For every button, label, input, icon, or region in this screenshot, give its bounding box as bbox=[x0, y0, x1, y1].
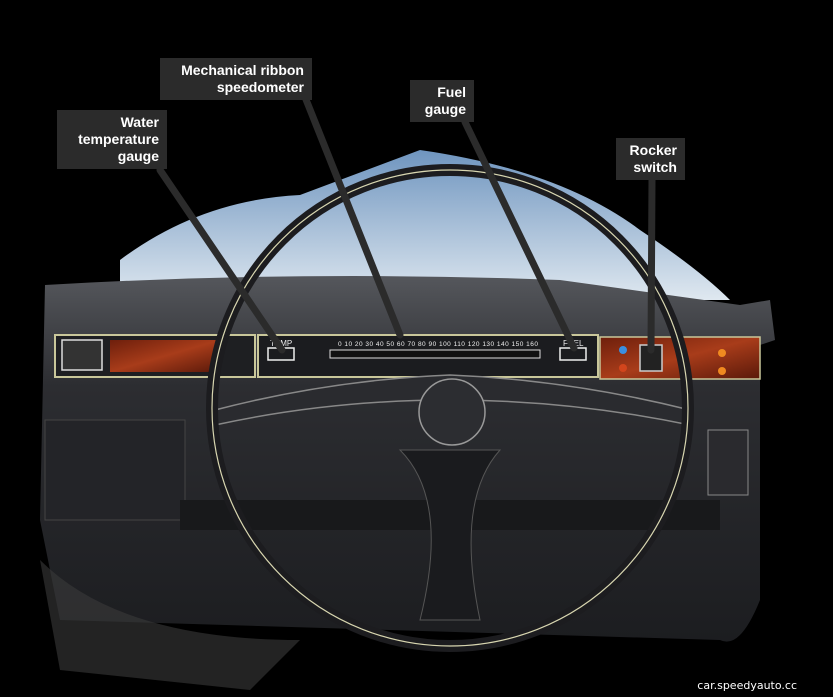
label-mechanical-ribbon-speedometer: Mechanical ribbon speedometer bbox=[160, 58, 312, 100]
steering-wheel-highlight bbox=[211, 169, 689, 647]
dashboard-shadow bbox=[40, 560, 300, 690]
wood-trim-left bbox=[110, 340, 220, 372]
label-water-temperature-gauge: Water temperature gauge bbox=[57, 110, 167, 169]
windshield-sky bbox=[120, 150, 730, 300]
speed-scale: 0 10 20 30 40 50 60 70 80 90 100 110 120… bbox=[338, 341, 538, 348]
air-vent bbox=[707, 429, 749, 496]
orange-light-2 bbox=[718, 367, 726, 375]
horn-hub bbox=[418, 378, 486, 446]
leader-speedometer bbox=[301, 93, 404, 339]
label-rocker-switch: Rocker switch bbox=[616, 138, 685, 180]
orange-light-1 bbox=[718, 349, 726, 357]
blue-indicator-light bbox=[619, 346, 627, 354]
label-fuel-gauge: Fuel gauge bbox=[410, 80, 474, 122]
glovebox bbox=[44, 419, 186, 521]
leader-lines bbox=[156, 93, 656, 354]
leader-fuel bbox=[461, 118, 578, 352]
red-indicator-light bbox=[619, 364, 627, 372]
steering-column bbox=[398, 449, 502, 621]
leader-water-temp bbox=[156, 166, 286, 354]
speedometer-ribbon bbox=[329, 349, 541, 359]
light-switch-icon bbox=[61, 339, 103, 371]
watermark: car.speedyauto.cc bbox=[697, 679, 797, 692]
leader-rocker bbox=[647, 176, 656, 354]
